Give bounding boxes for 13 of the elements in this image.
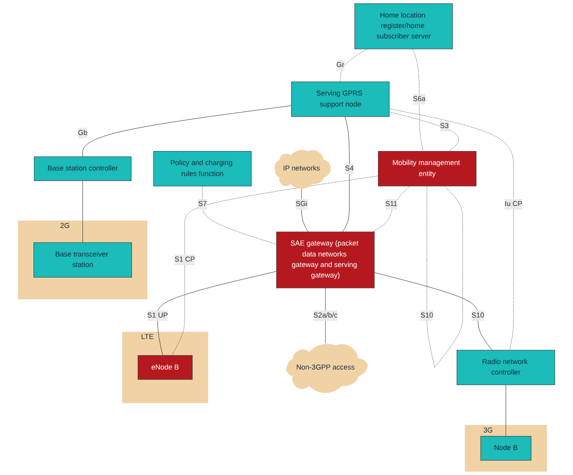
connector <box>202 186 277 245</box>
connector <box>374 272 492 350</box>
connector <box>82 180 83 243</box>
connector <box>372 186 410 232</box>
connector <box>342 116 350 232</box>
connector <box>426 186 463 368</box>
connector <box>389 108 514 350</box>
connector <box>340 48 368 82</box>
connector <box>82 105 292 157</box>
connector <box>172 176 378 356</box>
connector <box>157 271 277 356</box>
connector <box>412 48 424 152</box>
connector <box>389 112 459 152</box>
